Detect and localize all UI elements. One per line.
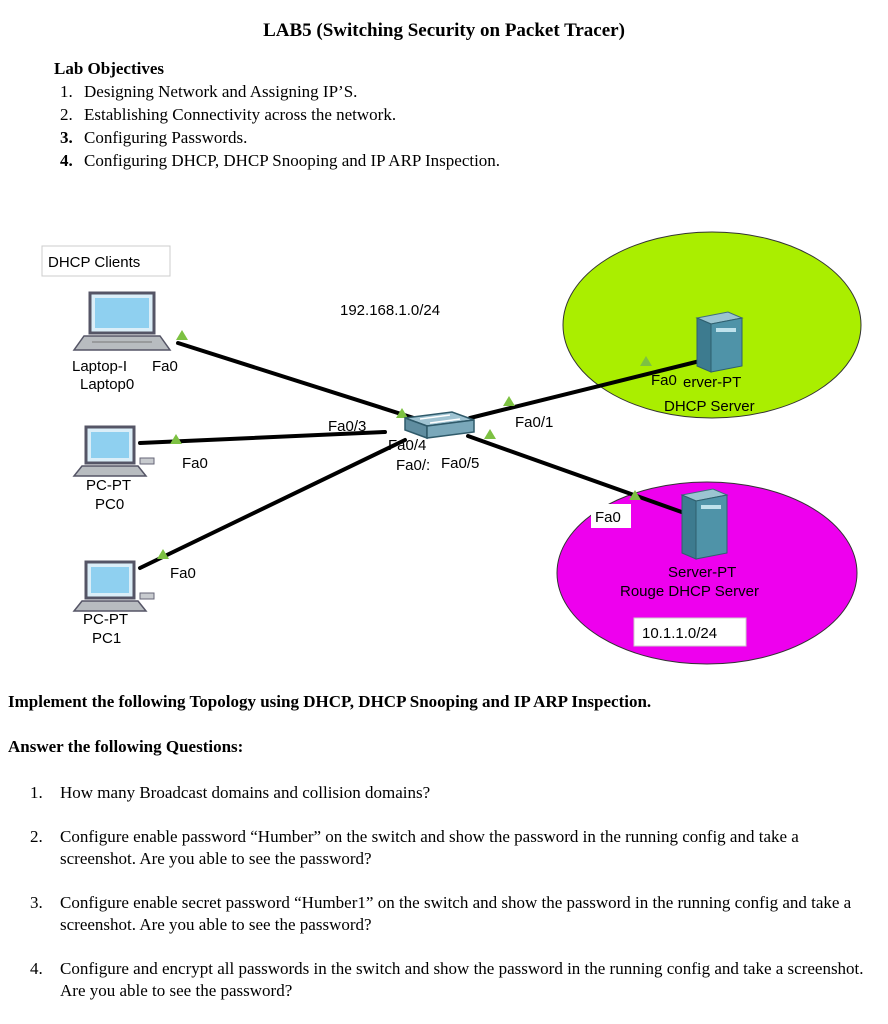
pc0-host-label: PC0 bbox=[95, 496, 124, 513]
pc0-type-label: PC-PT bbox=[86, 477, 131, 494]
dhcp-clients-box bbox=[41, 245, 171, 277]
pc1-host-label: PC1 bbox=[92, 630, 121, 647]
question-item: 2.Configure enable password “Humber” on … bbox=[30, 827, 799, 868]
link-switch-dhcp bbox=[468, 358, 706, 420]
objective-item: 2.Establishing Connectivity across the n… bbox=[60, 105, 397, 124]
up-arrow-icon bbox=[503, 396, 515, 406]
page-title: LAB5 (Switching Security on Packet Trace… bbox=[263, 20, 625, 41]
link-status-arrows bbox=[157, 330, 652, 559]
dhcp-clients-label: DHCP Clients bbox=[48, 254, 140, 271]
link-laptop-switch bbox=[176, 341, 422, 422]
rogue-server-port-label: Fa0 bbox=[595, 509, 621, 526]
pc1-type-label: PC-PT bbox=[83, 611, 128, 628]
up-arrow-icon bbox=[176, 330, 188, 340]
answer-heading: Answer the following Questions: bbox=[8, 737, 244, 756]
pc0-port-label: Fa0 bbox=[182, 455, 208, 472]
laptop-host-label: Laptop0 bbox=[80, 376, 134, 393]
link-switch-rogue bbox=[466, 434, 692, 517]
network-label-box bbox=[633, 617, 747, 647]
dhcp-server-icon bbox=[695, 311, 744, 373]
up-arrow-icon bbox=[484, 429, 496, 439]
dhcp-server-name-label: DHCP Server bbox=[664, 398, 755, 415]
up-arrow-icon bbox=[396, 408, 408, 418]
magenta-network-zone bbox=[556, 481, 858, 665]
rogue-server-type-label: Server-PT bbox=[668, 564, 736, 581]
up-arrow-icon bbox=[640, 356, 652, 366]
questions-list: 1.How many Broadcast domains and collisi… bbox=[30, 782, 870, 1024]
up-arrow-icon bbox=[629, 490, 641, 500]
objective-item: 4.Configuring DHCP, DHCP Snooping and IP… bbox=[60, 151, 501, 170]
switch-port-fa02: Fa0/: bbox=[396, 457, 430, 474]
switch-port-fa01: Fa0/1 bbox=[515, 414, 553, 431]
link-pc1-switch bbox=[138, 438, 407, 570]
switch-port-fa03: Fa0/3 bbox=[328, 418, 366, 435]
pc1-icon bbox=[72, 560, 155, 612]
network-label-magenta: 10.1.1.0/24 bbox=[642, 625, 717, 642]
dhcp-server-type-label: erver-PT bbox=[683, 374, 741, 391]
network-topology-diagram: DHCP Clients 192.168.1.0/24 Laptop-I Lap… bbox=[41, 231, 862, 665]
dhcp-server-port-label: Fa0 bbox=[651, 372, 677, 389]
network-label-green: 192.168.1.0/24 bbox=[340, 302, 440, 319]
up-arrow-icon bbox=[157, 549, 169, 559]
pc0-icon bbox=[72, 425, 155, 477]
laptop-name-label: Laptop-I bbox=[72, 358, 127, 375]
links bbox=[138, 341, 706, 570]
rogue-server-icon bbox=[680, 488, 729, 560]
objective-item: 3.Configuring Passwords. bbox=[60, 128, 248, 147]
switch-icon bbox=[404, 411, 475, 440]
switch-port-fa04: Fa0/4 bbox=[388, 437, 426, 454]
laptop-port-label: Fa0 bbox=[152, 358, 178, 375]
question-item: 1.How many Broadcast domains and collisi… bbox=[30, 783, 431, 802]
up-arrow-icon bbox=[170, 434, 182, 444]
objectives-list: 1.Designing Network and Assigning IP’S. … bbox=[60, 80, 500, 172]
objective-item: 1.Designing Network and Assigning IP’S. bbox=[60, 82, 358, 101]
rogue-port-box bbox=[591, 504, 631, 528]
question-item: 4.Configure and encrypt all passwords in… bbox=[30, 959, 864, 1000]
objectives-heading: Lab Objectives bbox=[54, 59, 165, 78]
implement-instruction: Implement the following Topology using D… bbox=[8, 692, 652, 711]
link-pc0-switch bbox=[138, 430, 387, 445]
network-label-box bbox=[334, 296, 472, 322]
laptop-icon bbox=[72, 291, 172, 351]
pc1-port-label: Fa0 bbox=[170, 565, 196, 582]
rogue-server-name-label: Rouge DHCP Server bbox=[620, 583, 759, 600]
question-item: 3.Configure enable secret password “Humb… bbox=[30, 893, 852, 934]
switch-port-fa05: Fa0/5 bbox=[441, 455, 479, 472]
